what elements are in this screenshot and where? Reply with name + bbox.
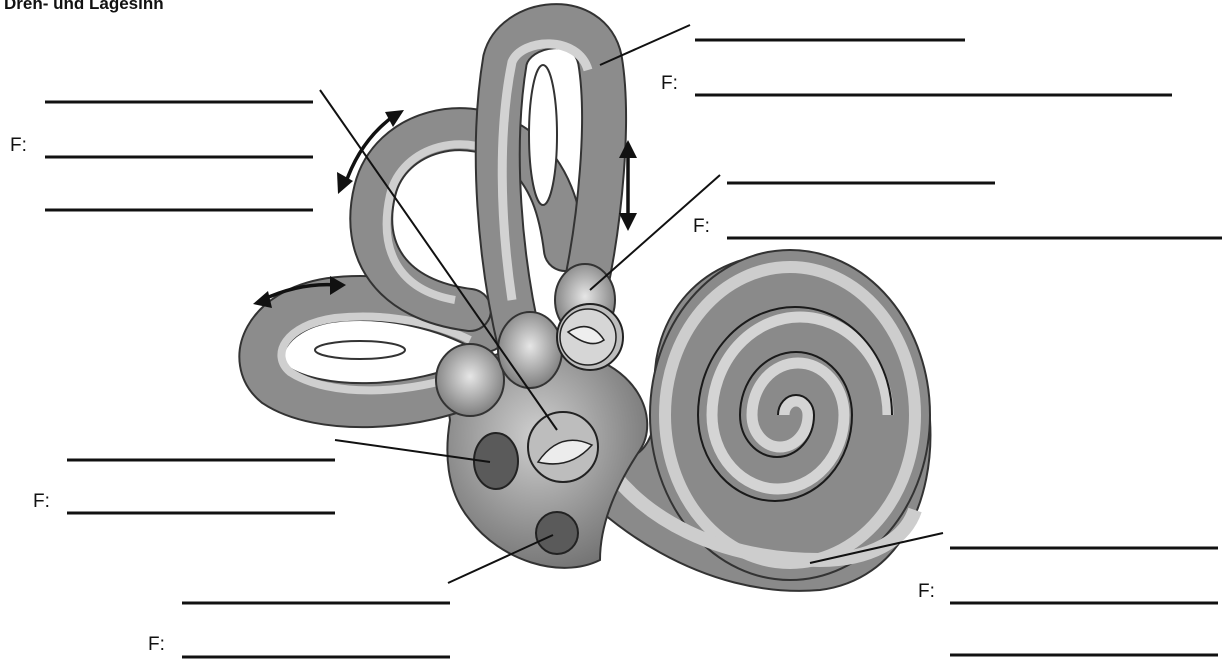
function-label: F: bbox=[33, 491, 50, 513]
cupula-ampulla-right bbox=[557, 304, 623, 370]
answer-blanks bbox=[45, 40, 1222, 657]
function-label: F: bbox=[918, 581, 935, 603]
macula-utricle bbox=[528, 412, 598, 482]
function-label: F: bbox=[661, 73, 678, 95]
function-label: F: bbox=[148, 634, 165, 656]
function-label: F: bbox=[10, 135, 27, 157]
function-label: F: bbox=[693, 216, 710, 238]
